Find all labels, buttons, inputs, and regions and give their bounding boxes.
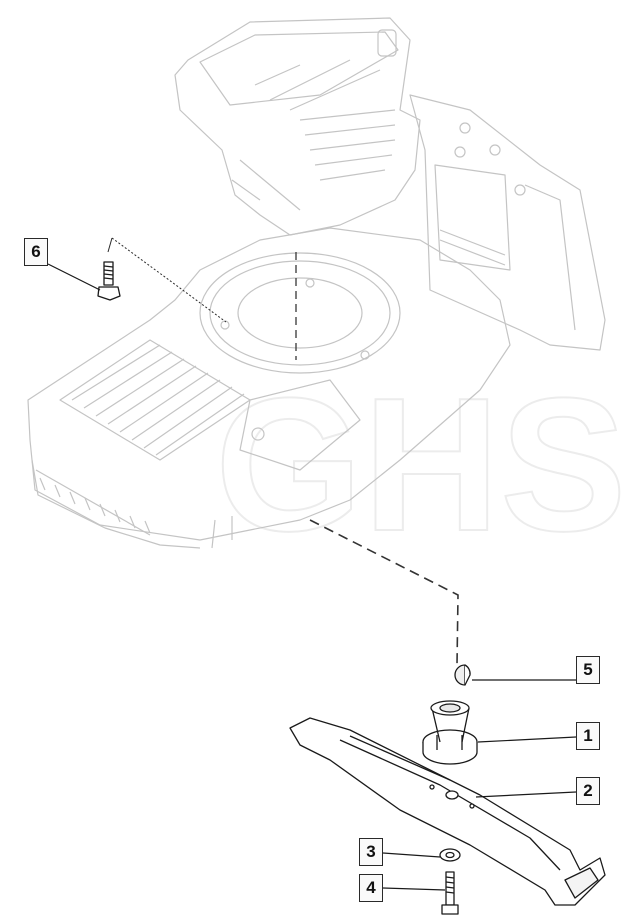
deck-outline [27, 227, 511, 541]
callout-5: 5 [576, 656, 600, 684]
watermark-text: GHS [215, 359, 627, 571]
assembly-lines [107, 237, 459, 666]
leader-1 [477, 736, 577, 743]
part-4-bolt [441, 871, 459, 915]
mower-deck-ghost [27, 17, 606, 549]
leader-2 [475, 791, 577, 798]
rear-frame [409, 94, 606, 351]
ghs-watermark: GHS [214, 358, 628, 572]
callout-3: 3 [359, 838, 383, 866]
part-3-washer [439, 848, 461, 862]
part-2-blade [289, 717, 606, 906]
part-5-key [454, 664, 471, 686]
callout-1: 1 [576, 722, 600, 750]
part-6-screw [97, 261, 121, 301]
engine-body [174, 17, 421, 236]
blade-axis-dashed [309, 519, 459, 666]
screw-6-leader-dotted [111, 237, 227, 323]
leader-4 [382, 887, 446, 891]
callout-6: 6 [24, 238, 48, 266]
leader-3 [382, 852, 441, 858]
leader-lines [47, 263, 577, 891]
parts [97, 261, 606, 915]
callout-2: 2 [576, 777, 600, 805]
callout-4: 4 [359, 874, 383, 902]
leader-6 [47, 263, 101, 291]
part-1-blade-adapter [422, 700, 478, 765]
